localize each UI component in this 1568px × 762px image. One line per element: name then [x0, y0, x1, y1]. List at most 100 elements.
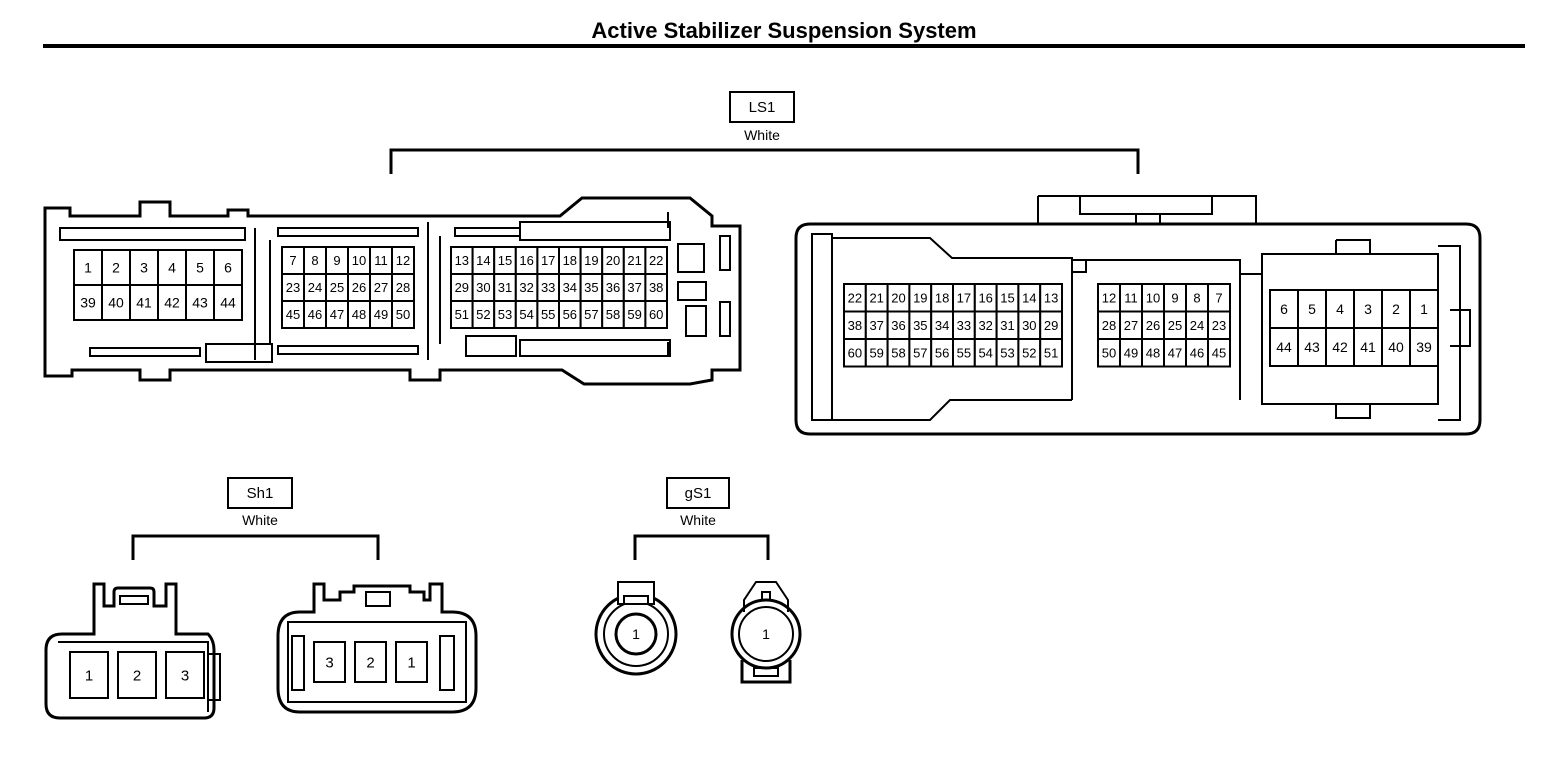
ls1-right-connector [794, 195, 1482, 436]
pin-number: 5 [196, 260, 204, 276]
pin-number: 23 [1212, 318, 1226, 333]
pin-number: 45 [1212, 345, 1226, 360]
pin-cell [185, 249, 215, 286]
pin-number: 58 [891, 345, 905, 360]
pin-number: 60 [848, 345, 862, 360]
pin-number: 5 [1308, 301, 1316, 317]
sh1-bracket [131, 534, 380, 560]
pin-number: 14 [476, 253, 490, 268]
pin-number: 34 [563, 280, 577, 295]
pin-number: 24 [308, 280, 322, 295]
pin-number: 1 [1420, 301, 1428, 317]
pin-number: 42 [1332, 339, 1348, 355]
pin-number: 30 [476, 280, 490, 295]
pin-cell [644, 300, 669, 329]
pin-number: 20 [606, 253, 620, 268]
sh1-right-connector [276, 582, 478, 714]
gs1-right-connector [730, 581, 802, 684]
sh1-color: White [242, 512, 278, 528]
pin-number: 43 [1304, 339, 1320, 355]
pin-number: 26 [1146, 318, 1160, 333]
pin-cell [165, 651, 205, 699]
pin-number: 18 [935, 290, 949, 305]
pin-number: 11 [374, 253, 388, 268]
pin-number: 42 [164, 295, 180, 311]
pin-number: 17 [957, 290, 971, 305]
pin-number: 51 [1044, 345, 1058, 360]
pin-number: 31 [498, 280, 512, 295]
pin-number: 60 [649, 307, 663, 322]
pin-number: 19 [584, 253, 598, 268]
pin-cell [1207, 338, 1231, 368]
pin-number: 38 [848, 318, 862, 333]
pin-number: 48 [1146, 345, 1160, 360]
pin-number: 13 [455, 253, 469, 268]
pin-number: 56 [563, 307, 577, 322]
pin-number: 54 [519, 307, 533, 322]
pin-number: 29 [1044, 318, 1058, 333]
pin-number: 12 [396, 253, 410, 268]
pin-number: 28 [396, 280, 410, 295]
pin-number: 46 [1190, 345, 1204, 360]
pin-number: 10 [352, 253, 366, 268]
pin-cell [157, 284, 187, 321]
pin-cell [1353, 327, 1383, 367]
pin-number: 50 [396, 307, 410, 322]
pin-number: 3 [325, 654, 333, 671]
pin-number: 1 [85, 667, 93, 684]
pin-number: 1 [84, 260, 92, 276]
pin-number: 57 [584, 307, 598, 322]
pin-number: 46 [308, 307, 322, 322]
pin-number: 44 [1276, 339, 1292, 355]
pin-number: 9 [1171, 290, 1178, 305]
pin-number: 45 [286, 307, 300, 322]
pin-number: 11 [1124, 290, 1138, 305]
gs1-left-pin-1: 1 [632, 626, 640, 642]
pin-number: 38 [649, 280, 663, 295]
pin-number: 43 [192, 295, 208, 311]
pin-number: 36 [606, 280, 620, 295]
pin-cell [1297, 289, 1327, 329]
pin-number: 17 [541, 253, 555, 268]
pin-number: 27 [1124, 318, 1138, 333]
pin-number: 37 [627, 280, 641, 295]
pin-number: 15 [1000, 290, 1014, 305]
pin-number: 2 [112, 260, 120, 276]
pin-number: 55 [957, 345, 971, 360]
pin-number: 18 [563, 253, 577, 268]
pin-number: 3 [181, 667, 189, 684]
pin-number: 24 [1190, 318, 1204, 333]
pin-number: 23 [286, 280, 300, 295]
pin-number: 21 [627, 253, 641, 268]
pin-number: 21 [869, 290, 883, 305]
pin-cell [117, 651, 157, 699]
pin-number: 35 [913, 318, 927, 333]
pin-number: 14 [1022, 290, 1036, 305]
pin-cell [213, 284, 243, 321]
pin-number: 49 [1124, 345, 1138, 360]
pin-number: 26 [352, 280, 366, 295]
pin-number: 40 [1388, 339, 1404, 355]
pin-number: 52 [476, 307, 490, 322]
pin-number: 32 [519, 280, 533, 295]
pin-number: 58 [606, 307, 620, 322]
pin-number: 8 [311, 253, 318, 268]
pin-number: 35 [584, 280, 598, 295]
pin-cell [391, 300, 415, 329]
pin-number: 36 [891, 318, 905, 333]
pin-number: 37 [869, 318, 883, 333]
pin-number: 59 [869, 345, 883, 360]
pin-number: 39 [1416, 339, 1432, 355]
pin-number: 33 [957, 318, 971, 333]
pin-cell [1039, 338, 1063, 368]
pin-number: 40 [108, 295, 124, 311]
gs1-bracket [633, 534, 770, 560]
pin-number: 34 [935, 318, 949, 333]
